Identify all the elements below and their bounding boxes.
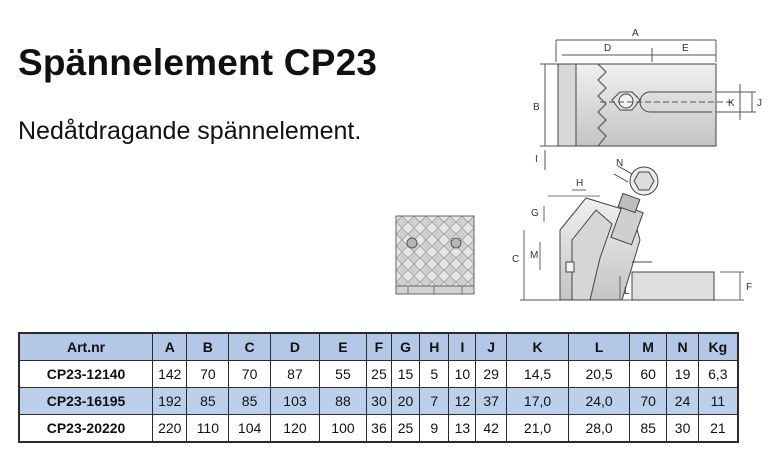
col-header: G <box>390 332 421 361</box>
table-cell: 85 <box>186 387 230 415</box>
table-cell: 110 <box>186 414 230 443</box>
cell-art-nr: CP23-20220 <box>18 414 154 443</box>
label-m: M <box>530 250 538 261</box>
table-cell: 13 <box>448 414 477 443</box>
table-cell: 70 <box>228 360 271 388</box>
col-header: M <box>628 332 668 361</box>
table-cell: 14,5 <box>505 360 570 388</box>
table-cell: 85 <box>628 414 668 443</box>
table-cell: 120 <box>269 414 320 443</box>
table-cell: 12 <box>448 387 477 415</box>
table-cell: 60 <box>628 360 668 388</box>
col-header: K <box>505 332 570 361</box>
label-h: H <box>576 178 583 189</box>
label-j: J <box>757 98 762 109</box>
table-cell: 5 <box>419 360 450 388</box>
cell-art-nr: CP23-16195 <box>18 387 154 415</box>
label-f: F <box>746 282 752 293</box>
label-a: A <box>632 28 639 39</box>
col-header: L <box>568 332 630 361</box>
table-cell: 70 <box>628 387 668 415</box>
table-cell: 29 <box>475 360 507 388</box>
table-cell: 19 <box>666 360 699 388</box>
table-cell: 88 <box>318 387 367 415</box>
label-c: C <box>512 254 519 265</box>
table-cell: 20,5 <box>568 360 630 388</box>
table-cell: 20 <box>390 387 421 415</box>
table-cell: 70 <box>186 360 230 388</box>
col-header: E <box>318 332 367 361</box>
table-cell: 17,0 <box>505 387 570 415</box>
table-cell: 6,3 <box>697 360 739 388</box>
table-cell: 103 <box>269 387 320 415</box>
table-cell: 85 <box>228 387 271 415</box>
table-cell: 104 <box>228 414 271 443</box>
jaw-plate-drawing <box>395 215 475 295</box>
table-cell: 142 <box>152 360 188 388</box>
label-i: I <box>535 154 538 165</box>
table-cell: 100 <box>318 414 367 443</box>
table-cell: 220 <box>152 414 188 443</box>
bolt-detail-drawing <box>613 165 659 196</box>
table-cell: 28,0 <box>568 414 630 443</box>
page-subtitle: Nedåtdragande spännelement. <box>18 117 362 145</box>
table-header-row: Art.nr A B C D E F G H I J K L M N Kg <box>18 332 739 361</box>
col-header: B <box>186 332 230 361</box>
col-header: D <box>269 332 320 361</box>
table-row: CP23-12140 142 70 70 87 55 25 15 5 10 29… <box>18 360 739 388</box>
side-view-drawing <box>520 189 744 301</box>
label-k: K <box>728 98 735 109</box>
technical-drawing: A D E B J K I <box>395 28 762 301</box>
table-row: CP23-20220 220 110 104 120 100 36 25 9 1… <box>18 414 739 443</box>
cell-art-nr: CP23-12140 <box>18 360 154 388</box>
table-cell: 24,0 <box>568 387 630 415</box>
table-row: CP23-16195 192 85 85 103 88 30 20 7 12 3… <box>18 387 739 415</box>
page-title: Spännelement CP23 <box>18 42 378 83</box>
table-cell: 21 <box>697 414 739 443</box>
table-cell: 9 <box>419 414 450 443</box>
label-l: L <box>624 286 630 297</box>
table-cell: 25 <box>365 360 392 388</box>
table-cell: 24 <box>666 387 699 415</box>
col-header: A <box>152 332 188 361</box>
table-cell: 37 <box>475 387 507 415</box>
col-header: H <box>419 332 450 361</box>
table-cell: 7 <box>419 387 450 415</box>
label-e: E <box>682 43 689 54</box>
table-cell: 36 <box>365 414 392 443</box>
col-header: Art.nr <box>18 332 154 361</box>
table-cell: 42 <box>475 414 507 443</box>
table-cell: 10 <box>448 360 477 388</box>
label-g: G <box>531 208 539 219</box>
table-cell: 55 <box>318 360 367 388</box>
table-cell: 30 <box>365 387 392 415</box>
table-cell: 25 <box>390 414 421 443</box>
table-cell: 30 <box>666 414 699 443</box>
label-b: B <box>533 102 540 113</box>
table-cell: 15 <box>390 360 421 388</box>
col-header: Kg <box>697 332 739 361</box>
col-header: N <box>666 332 699 361</box>
label-d: D <box>604 43 611 54</box>
table-cell: 11 <box>697 387 739 415</box>
top-view-drawing <box>540 39 756 170</box>
table-cell: 21,0 <box>505 414 570 443</box>
col-header: F <box>365 332 392 361</box>
col-header: J <box>475 332 507 361</box>
table-cell: 192 <box>152 387 188 415</box>
col-header: I <box>448 332 477 361</box>
spec-table: Art.nr A B C D E F G H I J K L M N Kg CP… <box>18 332 739 443</box>
table-cell: 87 <box>269 360 320 388</box>
label-n: N <box>616 158 623 169</box>
col-header: C <box>228 332 271 361</box>
